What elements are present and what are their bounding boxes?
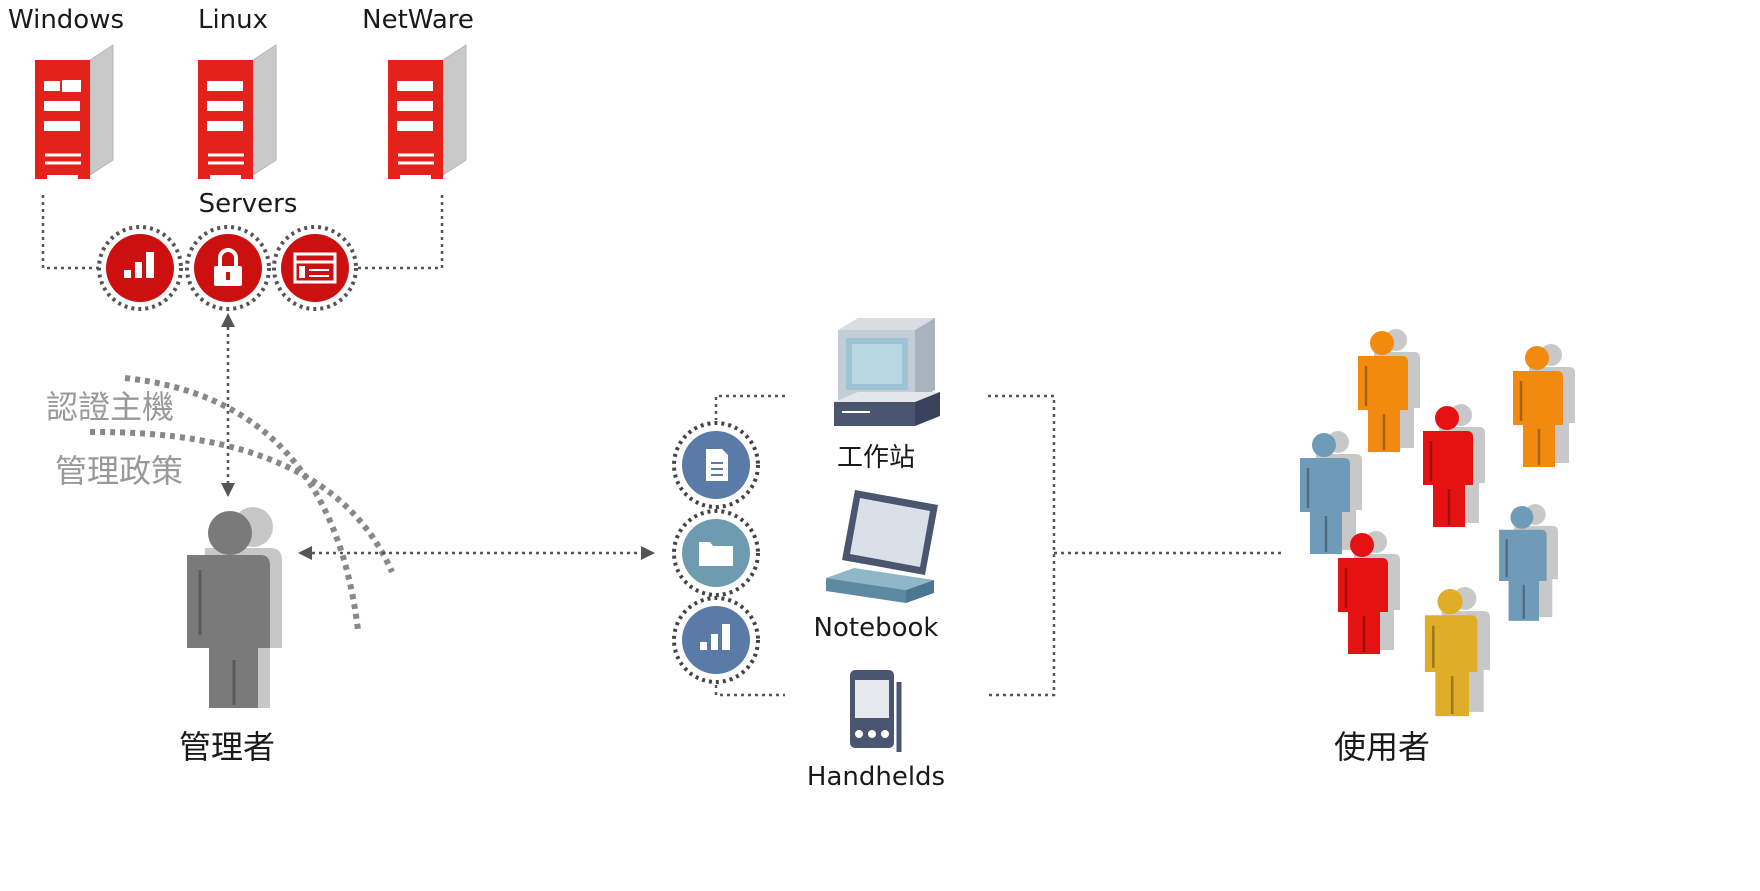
server-linux-icon (198, 44, 277, 179)
user-orange-2-icon (1513, 344, 1575, 467)
policy-label: 管理政策 (55, 452, 184, 490)
user-orange-1-icon (1358, 329, 1420, 452)
stats-badge-icon (97, 225, 183, 311)
user-red-1-icon (1423, 404, 1485, 527)
user-red-2-icon (1338, 531, 1400, 654)
workstation-label: 工作站 (836, 443, 916, 473)
workstation-icon (834, 318, 940, 426)
window-badge-icon (272, 225, 358, 311)
server-label-netware: NetWare (362, 5, 474, 35)
user-yellow-icon (1424, 586, 1490, 717)
users-label: 使用者 (1333, 728, 1431, 766)
users-group-icon (1300, 329, 1575, 717)
signal-arcs (89, 375, 395, 631)
handheld-icon (850, 670, 902, 752)
admin-person-icon (187, 507, 282, 708)
lock-badge-icon (185, 225, 271, 311)
notebook-label: Notebook (813, 613, 939, 643)
notebook-icon (826, 490, 938, 603)
folder-badge-icon (672, 509, 760, 597)
device-bracket (714, 394, 1282, 697)
server-netware-icon (388, 44, 467, 179)
admin-label: 管理者 (178, 728, 276, 766)
server-label-linux: Linux (197, 5, 269, 35)
handhelds-label: Handhelds (806, 762, 946, 792)
user-blue-1-icon (1300, 431, 1362, 554)
server-label-windows: Windows (7, 5, 125, 35)
user-blue-2-icon (1499, 504, 1558, 621)
server-connector (41, 195, 444, 270)
servers-group-label: Servers (198, 189, 298, 219)
document-badge-icon (672, 421, 760, 509)
auth-host-label: 認證主機 (46, 388, 175, 426)
server-windows-icon (35, 44, 114, 179)
chart-badge-icon (672, 596, 760, 684)
